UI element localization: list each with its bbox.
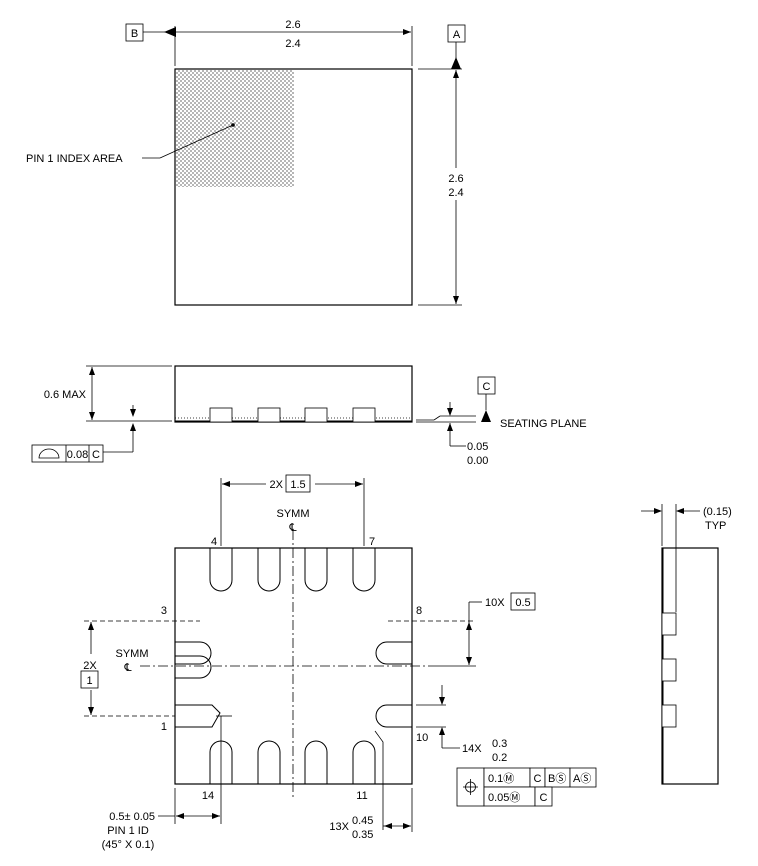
vert-pitch-count: 2X: [83, 660, 97, 672]
width-min: 2.4: [285, 38, 300, 50]
right-lead: [661, 612, 677, 636]
flatness-datum: C: [92, 449, 100, 461]
pad-right: [375, 641, 412, 665]
centerline-symbol-left: ℄: [123, 662, 131, 674]
datum-a-label: A: [453, 29, 461, 41]
width-max: 2.6: [285, 19, 300, 31]
pad-top: [257, 548, 281, 592]
pad-top: [352, 548, 376, 592]
right-side-view: (0.15) TYP: [641, 504, 732, 785]
pin-number-10: 10: [416, 732, 428, 744]
pin-number-14: 14: [202, 790, 214, 802]
side-lead: [209, 407, 233, 423]
pad-left: [175, 655, 212, 679]
pad-left-pin1: [175, 704, 221, 728]
pad-width-min: 0.2: [492, 752, 507, 764]
side-lead: [257, 407, 281, 423]
symm-label-top: SYMM: [277, 508, 310, 520]
pin-number-11: 11: [356, 790, 367, 802]
seating-plane-label: SEATING PLANE: [500, 418, 587, 430]
pitch10-value: 0.5: [515, 597, 530, 609]
pad-bottom: [352, 740, 376, 784]
pad-length-max: 0.45: [352, 815, 373, 827]
datum-c-label: C: [483, 381, 491, 393]
height-max: 2.6: [448, 173, 463, 185]
pin-number-4: 4: [211, 536, 217, 548]
right-lead: [661, 658, 677, 682]
pitch-value: 1.5: [290, 479, 305, 491]
pad-bottom: [257, 740, 281, 784]
pad-top: [209, 548, 233, 592]
tol1-datum-c: C: [534, 773, 542, 785]
side-view: 0.6 MAX 0.08 C C SEATING PLANE 0.05 0.00: [31, 365, 587, 467]
pad-left: [175, 641, 212, 665]
side-lead: [304, 407, 328, 423]
height-min: 2.4: [448, 187, 463, 199]
right-lead: [661, 704, 677, 728]
flatness-value: 0.08: [67, 449, 88, 461]
pin-number-1: 1: [161, 721, 167, 733]
flatness-symbol-icon: [38, 448, 60, 459]
centerline-symbol-top: ℄: [288, 522, 296, 534]
datum-b-label: B: [131, 28, 138, 40]
vert-pitch-value: 1: [86, 675, 92, 687]
symm-label-left: SYMM: [116, 648, 149, 660]
tol1-value: 0.1Ⓜ: [488, 772, 514, 785]
pitch10-count: 10X: [485, 597, 505, 609]
pad-width-count: 14X: [462, 743, 482, 755]
tol2-datum-c: C: [540, 792, 548, 804]
datum-a-box: [447, 24, 466, 43]
standoff-min: 0.00: [467, 455, 488, 467]
typ-value: (0.15): [703, 506, 732, 518]
pin1-id-dimension: 0.5± 0.05: [109, 811, 155, 823]
package-height: 0.6 MAX: [44, 389, 87, 401]
pin1-index-label: PIN 1 INDEX AREA: [26, 153, 123, 165]
bottom-view: 4 7 3 8 1 10 14 11 2X 1.5 SYMM ℄ 2X 1 SY…: [80, 474, 597, 851]
top-view: B 2.6 2.4 A 2.6 2.4 PIN 1 INDEX AREA: [26, 19, 466, 306]
tol1-datum-a: AⓈ: [573, 772, 591, 785]
pad-width-max: 0.3: [492, 738, 507, 750]
datum-b-box: [125, 23, 144, 42]
standoff-max: 0.05: [467, 441, 488, 453]
pin-number-8: 8: [416, 605, 422, 617]
pin1-index-area: [176, 70, 294, 187]
pin1-id-chamfer: (45° X 0.1): [102, 839, 155, 851]
pin-number-7: 7: [369, 536, 375, 548]
pad-bottom: [304, 740, 328, 784]
pad-length-count: 13X: [329, 821, 349, 833]
pad-top: [304, 548, 328, 592]
pad-length-min: 0.35: [352, 829, 373, 841]
side-lead: [352, 407, 376, 423]
datum-c-box: [477, 376, 496, 395]
tol1-datum-b: BⓈ: [548, 772, 566, 785]
pitch-count: 2X: [270, 479, 284, 491]
position-symbol-icon: [463, 779, 478, 795]
tol2-value: 0.05Ⓜ: [488, 791, 520, 804]
pad-right: [375, 704, 412, 728]
pin1-id-label: PIN 1 ID: [107, 825, 149, 837]
typ-label: TYP: [705, 520, 726, 532]
pin-number-3: 3: [161, 605, 167, 617]
